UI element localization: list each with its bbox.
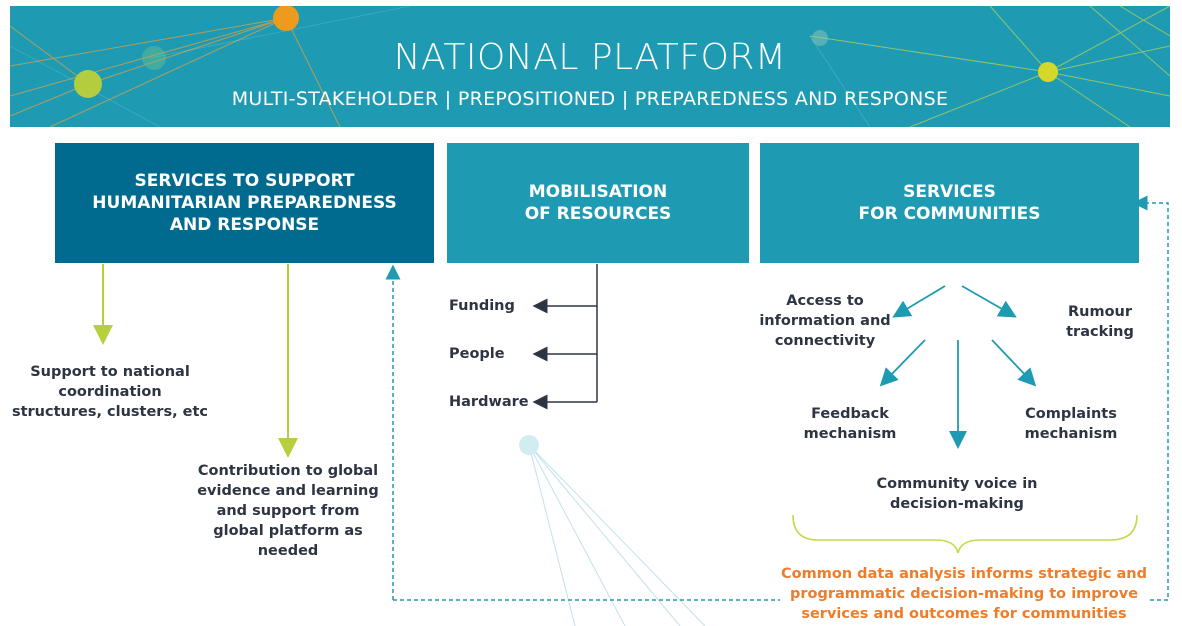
rumour-tracking-label: Rumour tracking: [1050, 302, 1150, 342]
conclusion-line: Common data analysis informs strategic a…: [781, 566, 1147, 582]
community-voice-line: Community voice in: [876, 476, 1038, 492]
network-lines-decoration: [528, 444, 706, 626]
complaints-mechanism-line: mechanism: [1024, 426, 1118, 442]
conclusion-line: services and outcomes for communities: [801, 606, 1127, 622]
community-arrows: [879, 285, 1037, 449]
national-coordination-line: Support to national: [30, 364, 190, 380]
network-node-decoration: [519, 435, 539, 455]
access-information-line: Access to: [786, 293, 864, 309]
national-coordination-line: coordination: [58, 384, 162, 400]
feedback-mechanism-label: Feedback mechanism: [795, 404, 905, 444]
common-data-analysis-text: Common data analysis informs strategic a…: [774, 564, 1154, 624]
global-evidence-line: evidence and learning: [197, 483, 379, 499]
summary-brace: [792, 514, 1138, 554]
global-evidence-line: Contribution to global: [197, 463, 379, 479]
access-information-line: information and: [759, 313, 891, 329]
access-information-line: connectivity: [774, 333, 876, 349]
communities-box: SERVICES FOR COMMUNITIES: [760, 143, 1139, 263]
resource-people: People: [449, 346, 505, 362]
community-voice-line: decision-making: [890, 496, 1024, 512]
national-coordination-label: Support to national coordination structu…: [10, 362, 210, 422]
services-support-heading-line: AND RESPONSE: [169, 215, 320, 235]
mobilisation-heading-line: OF RESOURCES: [524, 204, 672, 224]
global-evidence-label: Contribution to global evidence and lear…: [188, 461, 388, 561]
communities-heading-line: SERVICES: [903, 182, 996, 202]
banner-title: NATIONAL PLATFORM: [393, 37, 787, 78]
access-information-label: Access to information and connectivity: [752, 291, 898, 351]
mobilisation-heading-line: MOBILISATION: [528, 182, 668, 202]
national-platform-banner: NATIONAL PLATFORM MULTI-STAKEHOLDER | PR…: [10, 6, 1170, 127]
services-support-heading-line: SERVICES TO SUPPORT: [134, 171, 355, 191]
global-evidence-line: needed: [257, 543, 319, 559]
rumour-tracking-line: tracking: [1066, 324, 1134, 340]
global-evidence-line: and support from: [216, 503, 360, 519]
complaints-mechanism-line: Complaints: [1025, 406, 1117, 422]
feedback-mechanism-line: mechanism: [803, 426, 897, 442]
feedback-mechanism-line: Feedback: [811, 406, 889, 422]
resources-bracket: [532, 264, 598, 410]
communities-heading-line: FOR COMMUNITIES: [858, 204, 1041, 224]
banner-subtitle: MULTI-STAKEHOLDER | PREPOSITIONED | PREP…: [231, 88, 949, 110]
network-decoration: [10, 6, 1170, 127]
community-voice-label: Community voice in decision-making: [862, 474, 1052, 514]
services-support-box: SERVICES TO SUPPORT HUMANITARIAN PREPARE…: [55, 143, 434, 263]
global-evidence-line: global platform as: [213, 523, 363, 539]
services-support-heading-line: HUMANITARIAN PREPAREDNESS: [92, 193, 397, 213]
mobilisation-box: MOBILISATION OF RESOURCES: [447, 143, 749, 263]
resource-funding: Funding: [449, 298, 515, 314]
conclusion-line: programmatic decision-making to improve: [789, 586, 1139, 602]
rumour-tracking-line: Rumour: [1067, 304, 1133, 320]
feedback-arrow-right: [1132, 195, 1169, 601]
national-coordination-line: structures, clusters, etc: [11, 404, 209, 420]
complaints-mechanism-label: Complaints mechanism: [1016, 404, 1126, 444]
resource-hardware: Hardware: [449, 394, 529, 410]
